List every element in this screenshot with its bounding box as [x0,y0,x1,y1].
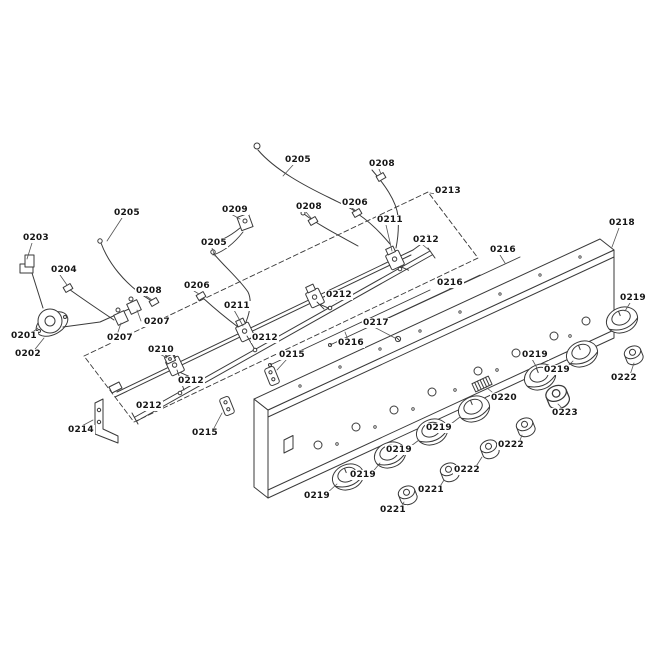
part-callout: 0201 [10,331,38,341]
support-bracket [94,398,119,444]
part-callout: 0207 [106,333,134,343]
part-callout: 0211 [223,301,251,311]
part-callout: 0222 [610,373,638,383]
detent-spring [471,375,493,393]
part-callout: 0208 [135,286,163,296]
part-callout: 0219 [303,491,331,501]
part-callout: 0205 [113,208,141,218]
part-callout: 0221 [379,505,407,515]
part-callout: 0219 [349,470,377,480]
part-callout: 0216 [436,278,464,288]
screw [394,335,402,343]
part-callout: 0218 [608,218,636,228]
part-callout: 0205 [284,155,312,165]
part-callout: 0215 [278,350,306,360]
control-panel [253,238,615,499]
part-callout: 0208 [368,159,396,169]
part-callout: 0219 [543,365,571,375]
part-callout: 0212 [412,235,440,245]
part-callout: 0219 [521,350,549,360]
part-callout: 0220 [490,393,518,403]
part-callout: 0223 [551,408,579,418]
part-callout: 0210 [147,345,175,355]
part-callout: 0214 [67,425,95,435]
pipe-clamp [163,353,177,365]
part-callout: 0205 [200,238,228,248]
part-callout: 0216 [337,338,365,348]
part-callout: 0212 [251,333,279,343]
part-callout: 0202 [14,349,42,359]
part-callout: 0207 [143,317,171,327]
part-callout: 0208 [295,202,323,212]
part-callout: 0204 [50,265,78,275]
part-callout: 0212 [325,290,353,300]
part-callout: 0206 [341,198,369,208]
part-callout: 0219 [425,423,453,433]
part-callout: 0213 [434,186,462,196]
part-callout: 0212 [177,376,205,386]
part-callout: 0219 [619,293,647,303]
part-callout: 0215 [191,428,219,438]
part-callout: 0209 [221,205,249,215]
part-callout: 0212 [135,401,163,411]
part-callout: 0222 [453,465,481,475]
part-callout: 0216 [489,245,517,255]
part-callout: 0203 [22,233,50,243]
part-callout: 0222 [497,440,525,450]
part-callout: 0217 [362,318,390,328]
part-callout: 0221 [417,485,445,495]
part-callout: 0219 [385,445,413,455]
part-callout: 0211 [376,215,404,225]
knob-shaft-holes [313,316,591,450]
part-callout: 0206 [183,281,211,291]
assembly-boundary-dashed-box [83,191,479,423]
panel-screw-marks [298,255,582,446]
